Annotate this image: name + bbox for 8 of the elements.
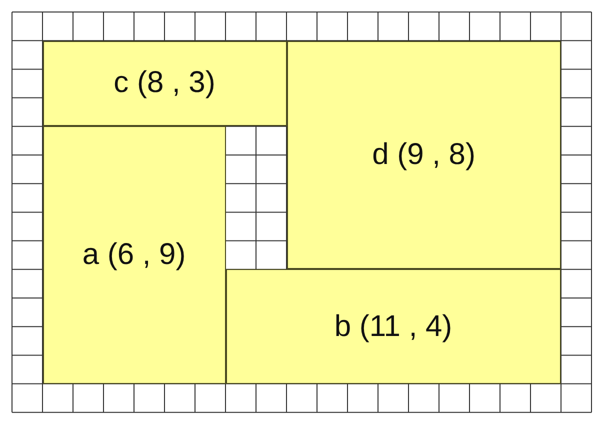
rectangle-block bbox=[42, 126, 226, 384]
rectangle-block bbox=[42, 40, 286, 126]
rectangle-block bbox=[286, 40, 561, 270]
rectangle-block bbox=[226, 269, 561, 384]
block-label: b (11 , 4) bbox=[334, 310, 452, 344]
block-label: a (6 , 9) bbox=[82, 238, 186, 272]
block-label: d (9 , 8) bbox=[372, 138, 476, 172]
block-label: c (8 , 3) bbox=[114, 66, 216, 100]
